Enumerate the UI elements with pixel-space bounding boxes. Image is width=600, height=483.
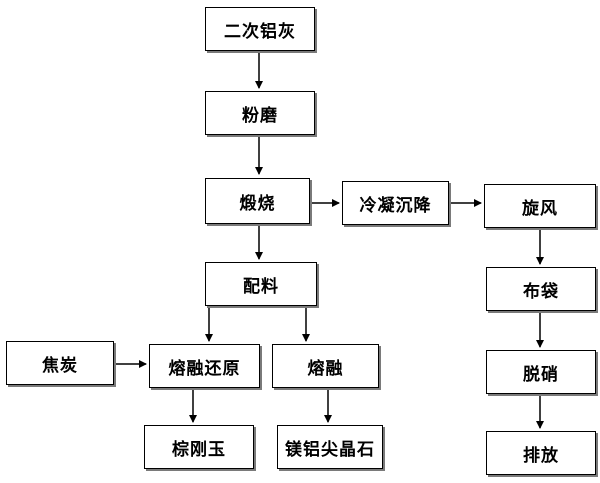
- node-label: 焦炭: [42, 355, 78, 376]
- node-label: 旋风: [522, 198, 558, 219]
- node-label: 冷凝沉降: [359, 195, 432, 216]
- node-label: 熔融还原: [168, 358, 241, 379]
- node-label: 熔融: [307, 358, 344, 379]
- node-bag-filter: 布袋: [486, 267, 596, 311]
- node-smelting-reduction: 熔融还原: [149, 344, 260, 388]
- node-coke: 焦炭: [6, 341, 114, 385]
- node-grinding: 粉磨: [205, 91, 315, 135]
- node-discharge: 排放: [486, 431, 596, 475]
- node-condensation-settling: 冷凝沉降: [342, 181, 449, 225]
- node-label: 粉磨: [242, 105, 278, 126]
- node-secondary-aluminum-ash: 二次铝灰: [205, 7, 315, 51]
- node-melting: 熔融: [272, 344, 379, 388]
- node-label: 排放: [523, 445, 559, 466]
- node-label: 镁铝尖晶石: [285, 439, 375, 460]
- node-label: 二次铝灰: [224, 21, 296, 42]
- node-denitrification: 脱硝: [486, 350, 596, 394]
- node-label: 脱硝: [523, 364, 559, 385]
- node-label: 布袋: [523, 281, 559, 302]
- node-label: 煅烧: [239, 193, 276, 214]
- node-cyclone: 旋风: [484, 184, 596, 228]
- node-label: 配料: [243, 276, 279, 297]
- node-magnesium-aluminum-spinel: 镁铝尖晶石: [277, 425, 383, 469]
- node-batching: 配料: [205, 262, 317, 306]
- node-label: 棕刚玉: [172, 439, 226, 460]
- node-calcination: 煅烧: [205, 178, 310, 224]
- node-brown-corundum: 棕刚玉: [144, 425, 254, 469]
